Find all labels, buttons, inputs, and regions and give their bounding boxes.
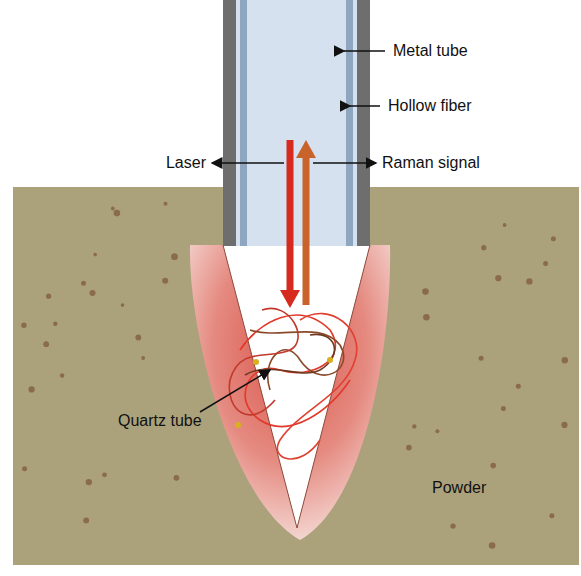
fiber-wall [346,0,353,246]
leader-lines [200,51,385,412]
metal-tube [223,0,370,246]
laser-arrowhead [280,290,300,308]
fiber-wall [240,0,247,246]
signal-label: Laser [166,154,206,172]
part-label: Hollow fiber [388,97,472,115]
tube-wall [223,0,236,246]
signal-label: Raman signal [382,154,480,172]
laser-arrow [287,140,294,292]
material-label: Powder [432,479,486,497]
powder-grains [21,202,568,549]
quartz-cone [223,245,370,528]
raman-arrow [303,156,310,305]
raman-arrowhead [296,140,316,158]
part-label: Quartz tube [118,412,202,430]
tube-wall [357,0,370,246]
part-label: Metal tube [393,42,468,60]
